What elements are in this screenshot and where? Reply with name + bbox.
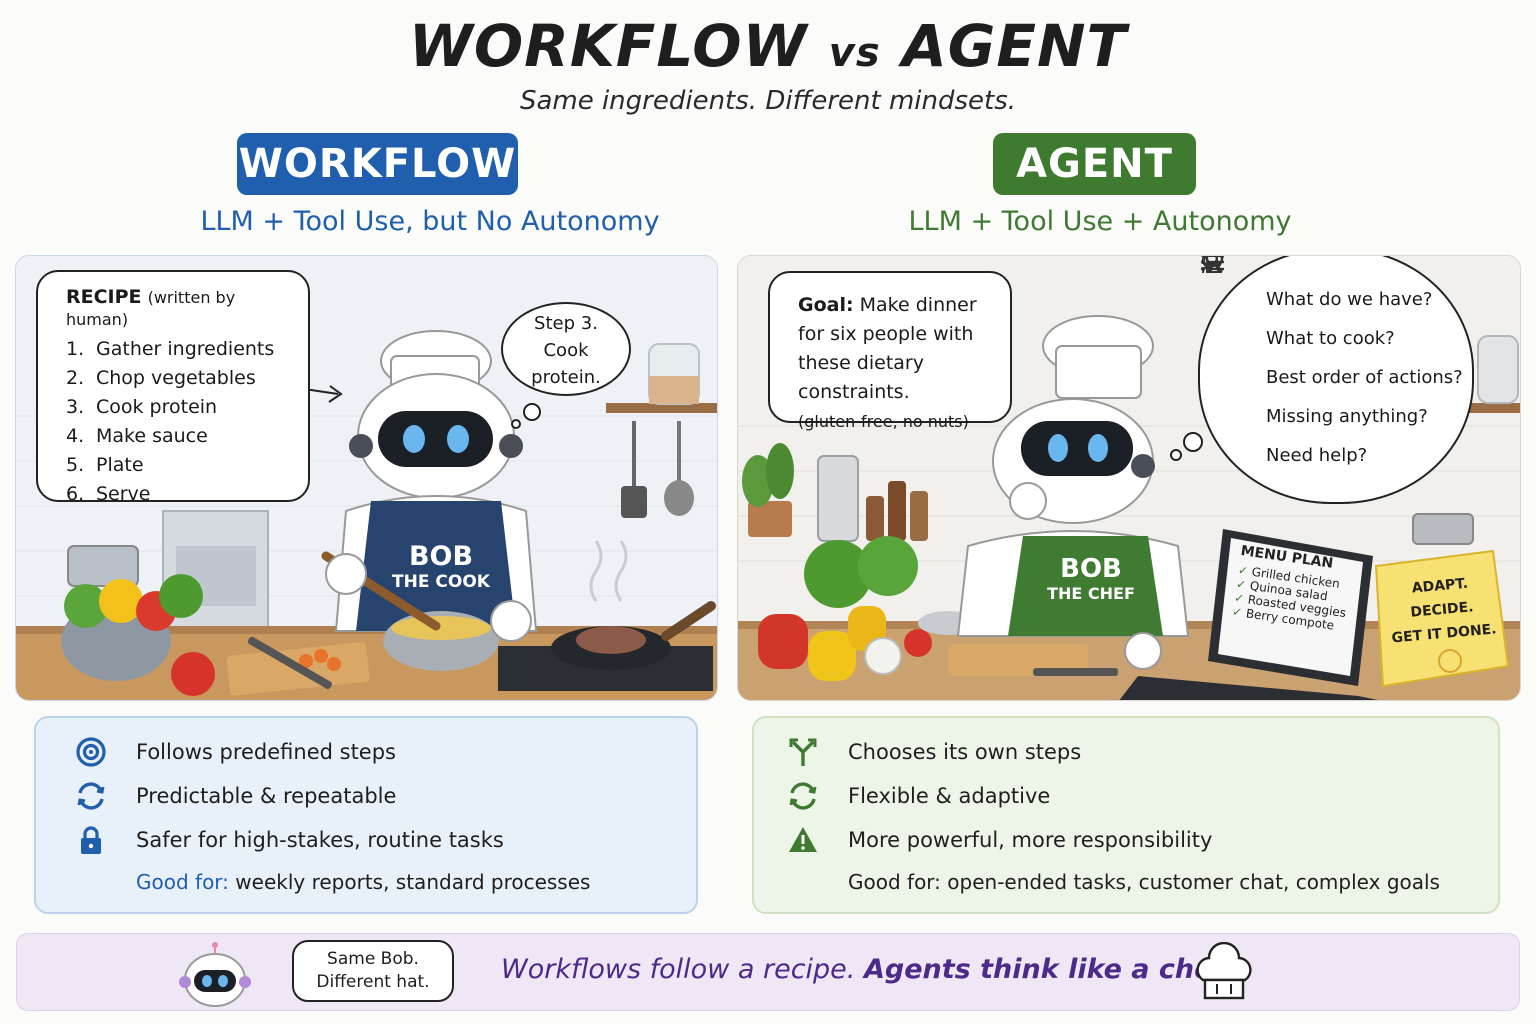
bubble-line: Same Bob. [327,949,419,969]
warning-icon [786,823,820,857]
bubble-line: Different hat. [316,972,430,992]
workflow-good-for: Good for: weekly reports, standard proce… [136,870,590,894]
list-icon [1201,256,1266,391]
feature-text: Flexible & adaptive [848,784,1051,808]
goal-speech-bubble: Goal: Make dinner for six people with th… [768,271,1012,431]
good-for-text: weekly reports, standard processes [235,870,591,894]
title-vs: vs [828,30,881,76]
good-for-label: Good for: [848,870,941,894]
page-subtitle: Same ingredients. Different mindsets. [519,86,1017,116]
robot-head-icon [179,942,251,1007]
feature-row: Follows predefined steps [36,730,696,774]
chef-apron-label: BOB THE CHEF [1021,554,1161,603]
title-agent: AGENT [901,12,1128,80]
agent-badge: AGENT [993,133,1196,195]
person-icon [1202,256,1266,469]
motto-agent: Agents think like a chef. [863,954,1233,985]
footer-banner: Same Bob. Different hat. Workflows follo… [16,933,1520,1011]
recipe-card: RECIPE (written by human) 1.Gather ingre… [36,270,310,505]
cook-thought-bubble: Step 3. Cook protein. [501,302,631,396]
repeat-icon [74,779,108,813]
cart-icon [1204,256,1266,430]
agent-tagline: LLM + Tool Use + Autonomy [908,206,1292,237]
goal-constraints: (gluten-free, no nuts) [798,412,969,431]
apron-name: BOB [408,541,474,572]
question-text: What do we have? [1266,289,1433,310]
recipe-step: 1.Gather ingredients [66,338,275,360]
recipe-step: 2.Chop vegetables [66,367,256,389]
page-title: WORKFLOW vs AGENT [0,12,1536,80]
recipe-step: 5.Plate [66,454,144,476]
thought-line: Step 3. [534,313,598,334]
feature-row: Safer for high-stakes, routine tasks [36,818,696,862]
chef-thought-bubble: What do we have? What to cook? Best orde… [1198,256,1474,504]
workflow-badge: WORKFLOW [237,133,518,195]
question-item: Best order of actions? [1201,256,1472,397]
question-item: What to cook? [1202,256,1472,358]
recipe-step: 3.Cook protein [66,396,218,418]
goal-text: Make dinner for six people with these di… [798,294,977,403]
question-item: Missing anything? [1204,256,1472,436]
goal-label: Goal: [798,294,854,316]
footer-motto: Workflows follow a recipe. Agents think … [501,954,1233,985]
motto-workflow: Workflows follow a recipe. [501,954,856,985]
feature-row: Chooses its own steps [754,730,1498,774]
sticky-note: ADAPT. DECIDE. GET IT DONE. [1383,569,1501,650]
question-text: Need help? [1266,445,1368,466]
feature-row: Predictable & repeatable [36,774,696,818]
thought-line: Cook [543,340,589,361]
target-icon [74,735,108,769]
workflow-kitchen-scene: RECIPE (written by human) 1.Gather ingre… [15,255,718,701]
feature-text: Predictable & repeatable [136,784,397,808]
cycle-icon [786,779,820,813]
workflow-tagline: LLM + Tool Use, but No Autonomy [200,206,660,237]
recipe-note: (written by human) [66,288,236,329]
feature-text: Chooses its own steps [848,740,1082,764]
recipe-heading: RECIPE [66,286,142,308]
feature-text: Follows predefined steps [136,740,396,764]
question-item: What do we have? [1201,256,1472,319]
feature-row: Flexible & adaptive [754,774,1498,818]
search-icon [1201,256,1266,313]
title-workflow: WORKFLOW [408,12,808,80]
agent-kitchen-illustration [738,256,1520,700]
apron-name: BOB [1060,554,1122,584]
thought-line: protein. [531,367,601,388]
agent-features-panel: Chooses its own steps Flexible & adaptiv… [752,716,1500,914]
question-text: What to cook? [1266,328,1395,349]
good-for-label: Good for: [136,870,229,894]
branch-icon [786,735,820,769]
agent-kitchen-scene: Goal: Make dinner for six people with th… [737,255,1521,701]
workflow-features-panel: Follows predefined steps Predictable & r… [34,716,698,914]
apron-role: THE CHEF [1047,584,1135,603]
footer-speech-bubble: Same Bob. Different hat. [292,940,454,1002]
question-text: Missing anything? [1266,406,1428,427]
agent-good-for: Good for: open-ended tasks, customer cha… [848,870,1440,894]
question-item: Need help? [1202,256,1472,475]
chef-hat-icon [1196,942,1252,1000]
recipe-step: 4.Make sauce [66,425,208,447]
feature-text: More powerful, more responsibility [848,828,1213,852]
apron-role: THE COOK [392,572,490,592]
lock-icon [74,823,108,857]
recipe-steps: 1.Gather ingredients 2.Chop vegetables 3… [66,338,292,512]
feature-text: Safer for high-stakes, routine tasks [136,828,504,852]
feature-row: More powerful, more responsibility [754,818,1498,862]
good-for-text: open-ended tasks, customer chat, complex… [947,870,1440,894]
cook-apron-label: BOB THE COOK [371,541,511,592]
question-text: Best order of actions? [1266,367,1463,388]
recipe-step: 6.Serve [66,483,151,505]
chef-hat-icon [1202,256,1266,352]
